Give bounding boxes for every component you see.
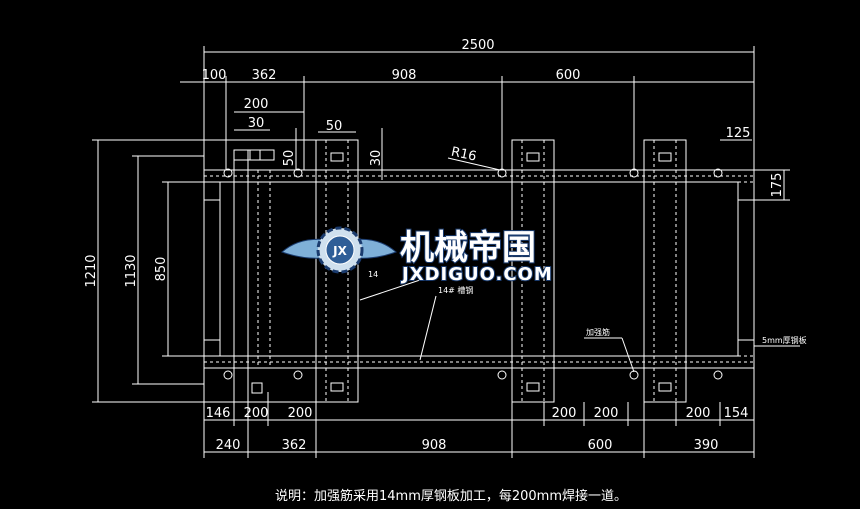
- dim-total-width: 2500: [461, 38, 494, 53]
- dim-right-175: 175: [770, 173, 785, 198]
- dim-height-1210: 1210: [84, 254, 99, 287]
- label-channel-short: 14: [368, 270, 378, 279]
- frame-outline: [203, 150, 755, 392]
- dim-bottom-908: 908: [422, 438, 447, 453]
- left-end-member: [233, 149, 275, 394]
- cross-member-3: [643, 139, 687, 403]
- dim-top-600: 600: [556, 68, 581, 83]
- dim-bottom-200-b: 200: [288, 406, 313, 421]
- emblem-text: JX: [332, 244, 347, 258]
- drawing-note: 说明：加强筋采用14mm厚钢板加工，每200mm焊接一道。: [275, 488, 627, 504]
- dim-right-125: 125: [726, 126, 751, 141]
- dim-top-30: 30: [248, 116, 265, 131]
- watermark-logo: JX 机械帝国 JXDIGUO.COM: [281, 226, 553, 286]
- label-channel-steel: 14# 槽钢: [438, 285, 473, 295]
- dim-bottom-362: 362: [282, 438, 307, 453]
- dim-top-908: 908: [392, 68, 417, 83]
- dim-top-362: 362: [252, 68, 277, 83]
- dim-bottom-200-e: 200: [686, 406, 711, 421]
- dim-height-850: 850: [154, 257, 169, 282]
- dim-side-50: 50: [282, 150, 297, 167]
- dim-top-50: 50: [326, 119, 343, 134]
- left-dimension-lines: [92, 139, 316, 403]
- dim-top-200: 200: [244, 97, 269, 112]
- dim-height-1130: 1130: [124, 254, 139, 287]
- label-rib: 加强筋: [586, 327, 610, 337]
- bottom-dimension-lines: [203, 368, 755, 458]
- dim-bottom-200-d: 200: [594, 406, 619, 421]
- watermark-en: JXDIGUO.COM: [400, 264, 553, 285]
- label-plate: 5mm厚钢板: [762, 335, 807, 345]
- dim-side-30: 30: [369, 150, 384, 167]
- dim-top-100: 100: [202, 68, 227, 83]
- dim-bottom-390: 390: [694, 438, 719, 453]
- dim-bottom-240: 240: [216, 438, 241, 453]
- top-dimension-lines: [180, 46, 790, 201]
- cross-member-1: [315, 139, 359, 403]
- dim-bottom-154: 154: [724, 406, 749, 421]
- dim-bottom-146: 146: [206, 406, 231, 421]
- cross-member-2: [511, 139, 555, 403]
- dim-radius: R16: [450, 145, 478, 165]
- dim-bottom-600: 600: [588, 438, 613, 453]
- dim-bottom-200-c: 200: [552, 406, 577, 421]
- leader-lines: [359, 279, 800, 373]
- watermark-cn: 机械帝国: [400, 228, 536, 268]
- dim-bottom-200-a: 200: [244, 406, 269, 421]
